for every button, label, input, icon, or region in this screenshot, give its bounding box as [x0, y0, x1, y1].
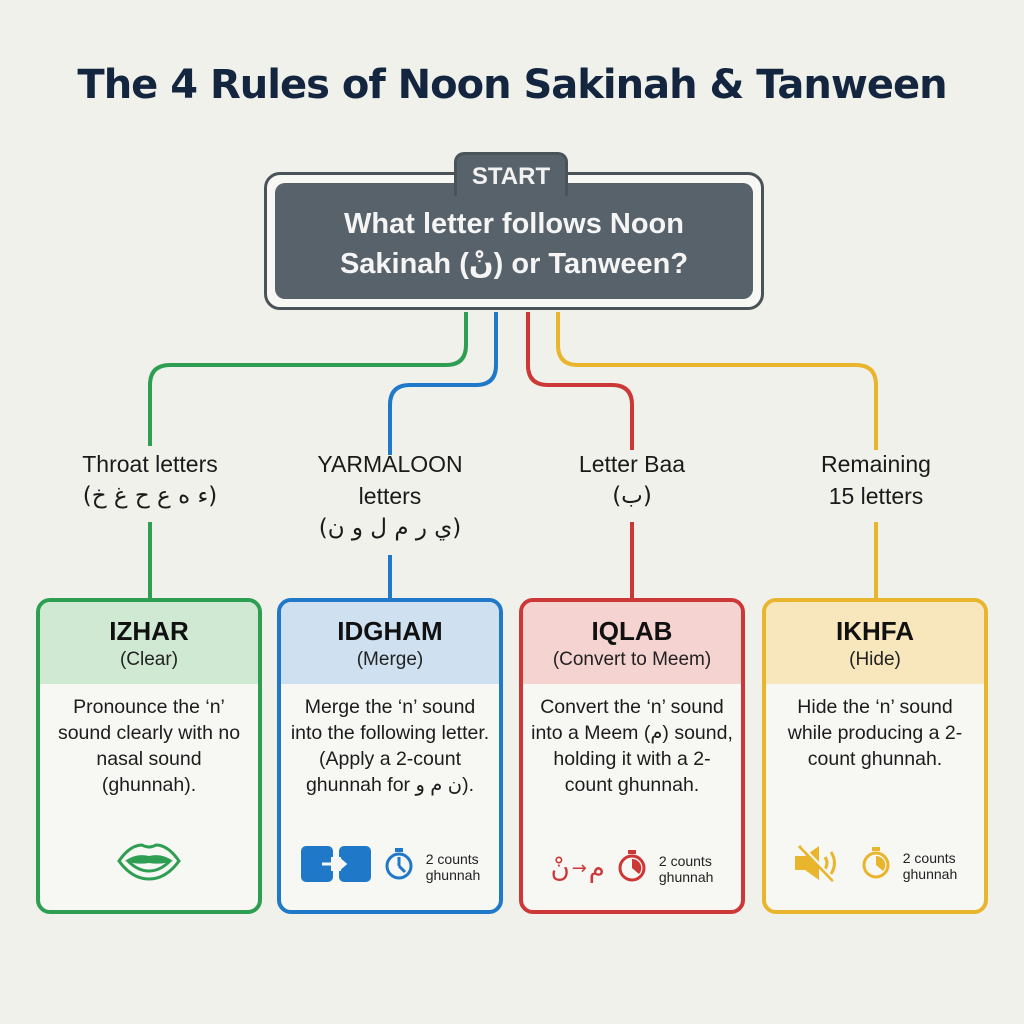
counts-line: ghunnah	[902, 865, 958, 882]
counts-line: 2 counts	[902, 849, 956, 866]
condition-letters: (ء ه ع ح غ خ)	[82, 483, 218, 509]
noon-to-meem-icon: نْ → م	[551, 854, 605, 884]
card-footer	[40, 839, 258, 888]
card-header: IKHFA (Hide)	[766, 602, 984, 684]
condition-letters: (ي ر م ل و ن)	[318, 515, 462, 541]
condition-line: letters	[358, 483, 422, 509]
rule-description: Convert the ‘n’ sound into a Meem (م) so…	[531, 696, 733, 796]
condition-iqlab: Letter Baa (ب)	[522, 448, 742, 512]
rule-meaning: (Convert to Meem)	[552, 649, 712, 670]
card-header: IZHAR (Clear)	[40, 602, 258, 684]
arrow-right-icon: →	[571, 858, 587, 879]
rule-name: IDGHAM	[337, 616, 443, 646]
page-title: The 4 Rules of Noon Sakinah & Tanween	[77, 62, 947, 108]
rule-name: IZHAR	[109, 616, 189, 646]
condition-line: Remaining	[821, 451, 931, 477]
condition-idgham: YARMALOON letters (ي ر م ل و ن)	[280, 448, 500, 544]
rule-description: Pronounce the ‘n’ sound clearly with no …	[57, 696, 241, 796]
meem-glyph: م	[588, 853, 605, 884]
rule-meaning: (Hide)	[849, 649, 901, 670]
condition-line: Letter Baa	[578, 451, 686, 477]
start-tab: START	[454, 152, 568, 196]
rule-card-iqlab: IQLAB (Convert to Meem) Convert the ‘n’ …	[519, 598, 745, 914]
noon-glyph: نْ	[550, 853, 570, 884]
counts-line: 2 counts	[658, 852, 712, 869]
condition-line: 15 letters	[828, 483, 924, 509]
counts-line: ghunnah	[658, 868, 714, 885]
lips-icon	[116, 839, 182, 888]
rule-description: Hide the ‘n’ sound while producing a 2-c…	[787, 696, 963, 770]
start-box: What letter follows Noon Sakinah (نْ) or…	[264, 172, 764, 310]
card-footer: 2 counts ghunnah	[766, 843, 984, 888]
card-footer: نْ → م 2 counts ghunnah	[523, 849, 741, 888]
counts-line: ghunnah	[425, 866, 481, 883]
stopwatch-icon	[384, 847, 414, 886]
stopwatch-icon	[617, 849, 647, 888]
start-box-inner: What letter follows Noon Sakinah (نْ) or…	[275, 183, 753, 299]
condition-line: YARMALOON	[317, 451, 463, 477]
rule-name: IQLAB	[591, 616, 673, 646]
connector-izhar	[148, 522, 152, 598]
ghunnah-counts: 2 counts ghunnah	[426, 851, 481, 883]
stopwatch-icon	[861, 846, 891, 885]
condition-izhar: Throat letters (ء ه ع ح غ خ)	[40, 448, 260, 512]
card-footer: 2 counts ghunnah	[281, 845, 499, 888]
start-question-line1: What letter follows Noon	[344, 208, 684, 240]
card-header: IDGHAM (Merge)	[281, 602, 499, 684]
condition-line: Throat letters	[82, 451, 218, 477]
start-question-line2: Sakinah (نْ) or Tanween?	[339, 248, 689, 280]
merge-icon	[300, 845, 372, 888]
rule-description: Merge the ‘n’ sound into the following l…	[290, 696, 490, 796]
muted-speaker-icon	[793, 843, 849, 888]
rule-name: IKHFA	[836, 616, 914, 646]
rule-meaning: (Merge)	[356, 649, 424, 670]
counts-line: 2 counts	[425, 850, 479, 867]
condition-ikhfa: Remaining 15 letters	[766, 448, 986, 512]
condition-letters: (ب)	[612, 483, 652, 509]
card-header: IQLAB (Convert to Meem)	[523, 602, 741, 684]
ghunnah-counts: 2 counts ghunnah	[903, 850, 958, 882]
rule-card-izhar: IZHAR (Clear) Pronounce the ‘n’ sound cl…	[36, 598, 262, 914]
ghunnah-counts: 2 counts ghunnah	[659, 853, 714, 885]
rule-card-ikhfa: IKHFA (Hide) Hide the ‘n’ sound while pr…	[762, 598, 988, 914]
rule-card-idgham: IDGHAM (Merge) Merge the ‘n’ sound into …	[277, 598, 503, 914]
rule-meaning: (Clear)	[119, 649, 179, 670]
